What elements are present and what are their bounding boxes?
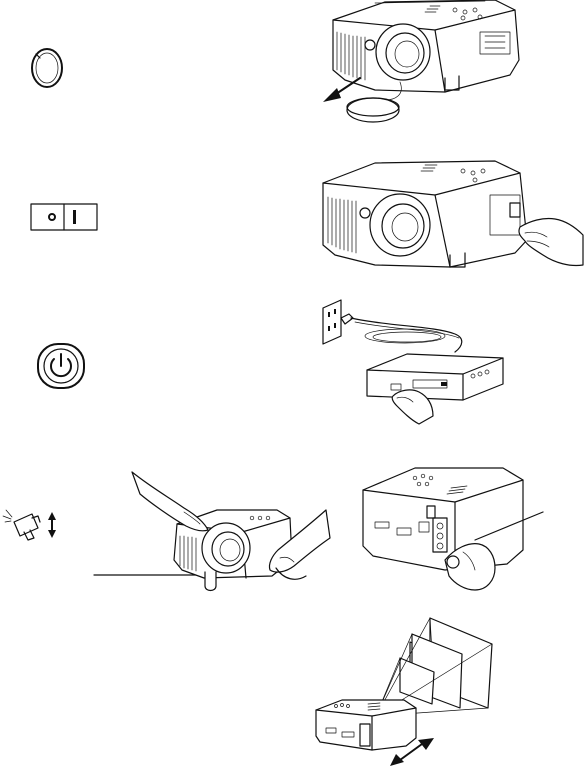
power-rocker-switch-icon: [30, 203, 98, 231]
projector-rear-power-switch-illustration: [315, 155, 585, 275]
elevator-foot-adjust-icon: [0, 508, 64, 542]
projector-height-adjust-illustration: [92, 468, 332, 596]
video-source-power-on-illustration: [315, 296, 515, 426]
projector-lens-cap-removal-illustration: [315, 0, 525, 135]
power-button-icon: [36, 342, 86, 390]
lens-cap-ring-icon: [27, 44, 67, 92]
projector-rear-elevator-release-illustration: [355, 460, 545, 592]
projector-focus-zoom-distance-illustration: [312, 612, 502, 767]
